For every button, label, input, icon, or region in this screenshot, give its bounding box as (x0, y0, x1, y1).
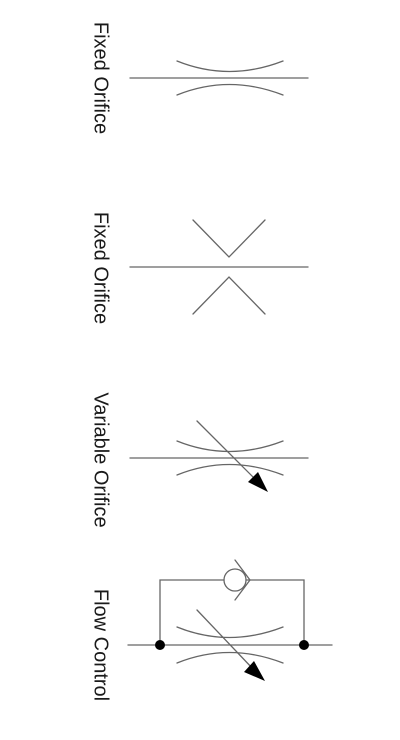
variable-orifice-symbol (129, 420, 309, 492)
adjustment-arrowhead (244, 661, 265, 681)
junction-dot-left (155, 640, 165, 650)
restriction-curve-bottom (176, 83, 284, 96)
fixed-orifice-sharp-symbol (129, 219, 309, 315)
restriction-curve-bottom (176, 463, 284, 476)
restriction-vee-bottom (192, 276, 266, 315)
check-valve-seat (234, 559, 251, 601)
check-valve-ball (223, 568, 247, 592)
fixed-orifice-curved-symbol (129, 60, 309, 96)
restriction-curve-top (176, 60, 284, 73)
adjustment-arrow-shaft (196, 609, 255, 671)
flow-control-symbol (127, 559, 333, 681)
restriction-curve-bottom (176, 651, 284, 664)
bypass-line-left (159, 579, 225, 646)
restriction-curve-top (176, 440, 284, 453)
junction-dot-right (299, 640, 309, 650)
adjustment-arrow-shaft (196, 420, 258, 482)
bypass-line-right (245, 579, 305, 646)
adjustment-arrowhead (248, 472, 268, 492)
restriction-curve-top (176, 626, 284, 639)
restriction-vee-top (192, 219, 266, 258)
